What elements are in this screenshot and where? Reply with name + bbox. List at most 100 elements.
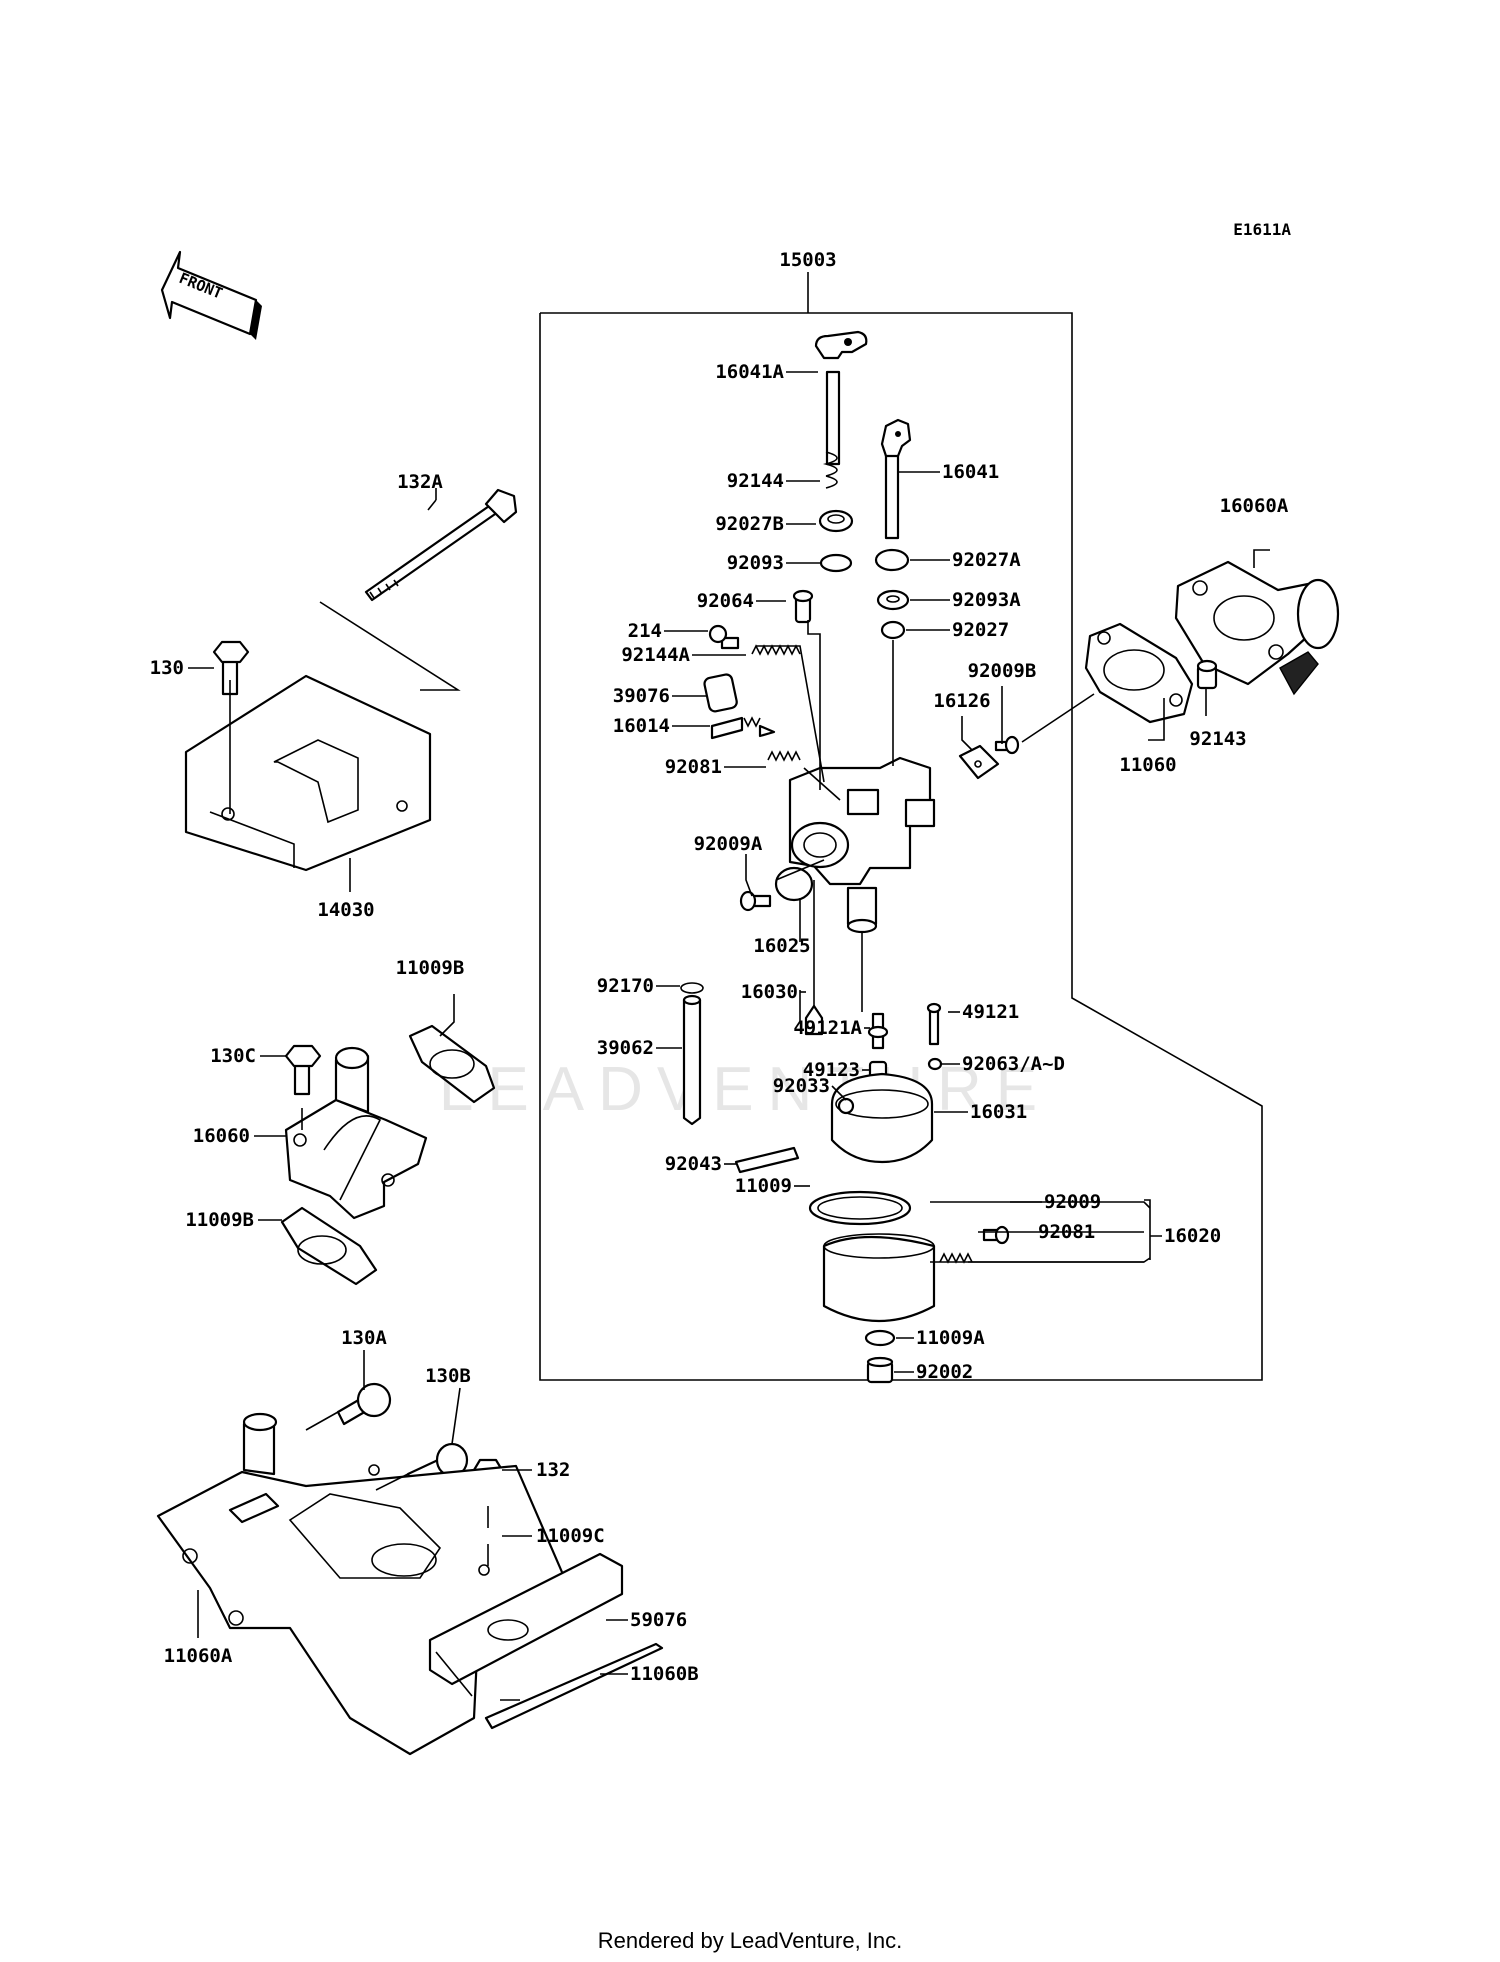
screw-92009B [994,735,1020,755]
tube-39062 [682,994,702,1126]
gasket-11060 [1084,622,1194,724]
label-39062: 39062 [597,1037,654,1059]
clip-92170 [680,982,704,994]
label-16041A: 16041A [715,361,784,383]
label-92170: 92170 [597,975,654,997]
plate-59076 [428,1552,624,1686]
label-92144A: 92144A [621,644,690,666]
label-11009B-top: 11009B [396,957,465,979]
label-49121A: 49121A [793,1017,862,1039]
cap-39076 [703,673,738,713]
label-39076: 39076 [613,685,670,707]
label-92081-upper: 92081 [665,756,722,778]
assembly-frame-15003 [539,272,1263,1381]
label-15003: 15003 [779,249,836,271]
valve-16030 [804,1004,824,1036]
pilot-screw-16014 [710,716,776,740]
choke-shaft-16041 [880,418,912,540]
seal-92027B [818,509,854,533]
pipe-16060 [284,1046,428,1220]
label-130: 130 [150,657,184,679]
base-plate-11060A [156,1412,570,1756]
washer-92093 [819,553,853,573]
label-11009B-bottom: 11009B [185,1209,254,1231]
leader-lines [188,371,1270,1701]
label-16030: 16030 [741,981,798,1003]
label-11009A: 11009A [916,1327,985,1349]
label-16060A: 16060A [1220,495,1289,517]
gasket-11009 [808,1190,912,1226]
label-92144: 92144 [727,470,784,492]
label-92043: 92043 [665,1153,722,1175]
gasket-11060B [484,1642,664,1730]
label-11009C: 11009C [536,1525,605,1547]
label-132A: 132A [397,471,443,493]
gasket-11009B-top [408,1024,496,1104]
nut-92063 [927,1057,943,1071]
label-16041: 16041 [942,461,999,483]
pin-92043 [734,1146,800,1174]
float-bowl-16020 [822,1233,936,1322]
screw-92009A [739,890,772,912]
label-11060: 11060 [1119,754,1176,776]
label-11009: 11009 [735,1175,792,1197]
label-92027A: 92027A [952,549,1021,571]
gasket-11009A [864,1329,896,1347]
label-16025: 16025 [753,935,810,957]
label-92027: 92027 [952,619,1009,641]
throttle-shaft-16041A [814,330,868,466]
collar-92143 [1196,659,1218,690]
bolt-130C [284,1044,322,1096]
needle-92033 [837,1097,855,1115]
label-11060B: 11060B [630,1663,699,1685]
screw-214 [708,624,740,650]
screw-92009 [982,1225,1010,1245]
label-92063: 92063/A~D [962,1053,1065,1075]
label-130C: 130C [210,1045,256,1067]
label-92002: 92002 [916,1361,973,1383]
label-16014: 16014 [613,715,670,737]
label-16060: 16060 [193,1125,250,1147]
label-92093: 92093 [727,552,784,574]
spring-92081-upper [767,750,801,762]
label-49123: 49123 [803,1059,860,1081]
label-92009: 92009 [1044,1191,1101,1213]
pipe-16060A [1174,560,1340,696]
plug-92064 [792,589,814,624]
label-16020: 16020 [1164,1225,1221,1247]
label-92009A: 92009A [694,833,763,855]
label-49121: 49121 [962,1001,1019,1023]
spring-92144A [751,644,801,656]
cover-14030 [184,674,432,872]
label-92143: 92143 [1189,728,1246,750]
part-labels: 15003 16041A 16041 92144 92027B 92093 92… [150,249,1289,1685]
spring-92144 [822,451,838,489]
label-92009B: 92009B [968,660,1037,682]
spring-92081-lower [939,1252,973,1264]
carburetor-body [788,756,936,934]
label-14030: 14030 [317,899,374,921]
label-130B: 130B [425,1365,471,1387]
label-59076: 59076 [630,1609,687,1631]
plate-16126 [958,744,1000,780]
label-11060A: 11060A [164,1645,233,1667]
bolt-132A [364,488,518,602]
label-92033: 92033 [773,1075,830,1097]
gasket-11009B-bottom [280,1206,378,1286]
washer-92093A [876,589,910,611]
label-92027B: 92027B [715,513,784,535]
front-arrow-icon: FRONT [160,250,262,340]
jet-49121A [867,1012,889,1050]
label-16126: 16126 [933,690,990,712]
label-214: 214 [628,620,662,642]
label-92081-lower: 92081 [1038,1221,1095,1243]
bolt-130A [336,1382,392,1426]
seal-92027A [874,548,910,572]
seal-92027 [880,620,906,640]
drain-screw-92002 [866,1356,894,1384]
bolt-130 [212,640,250,696]
label-92093A: 92093A [952,589,1021,611]
footer-credit: Rendered by LeadVenture, Inc. [597,1928,903,1953]
label-132: 132 [536,1459,570,1481]
diagram-code: E1611A [1233,220,1291,239]
